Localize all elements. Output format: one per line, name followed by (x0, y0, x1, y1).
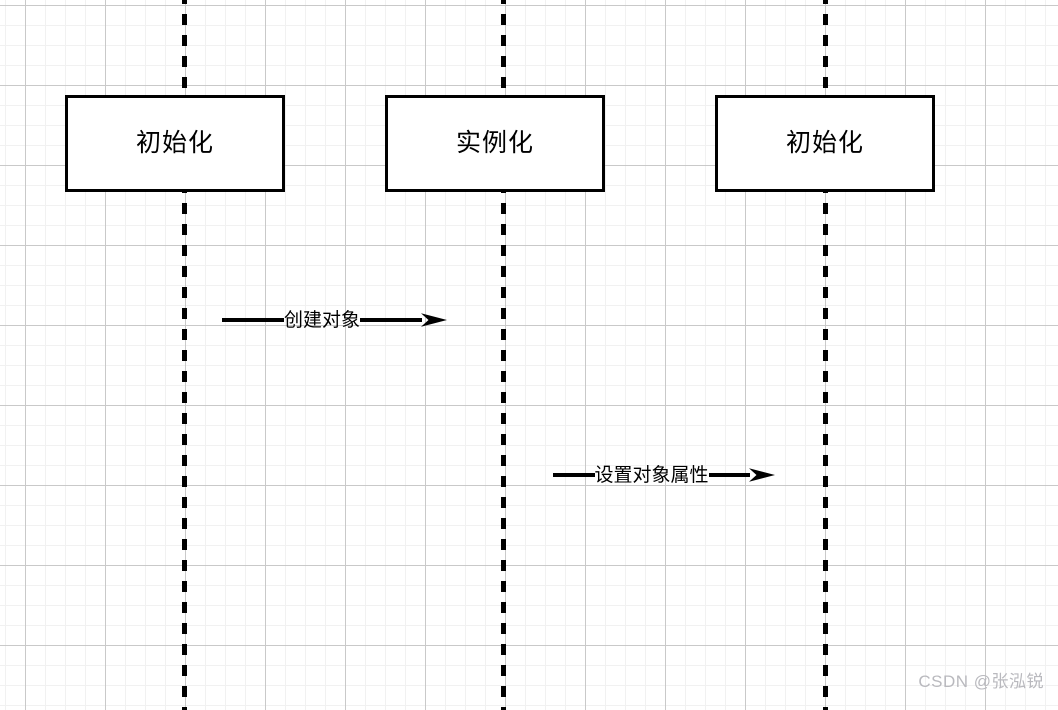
arrow-head-icon-2 (749, 462, 776, 488)
lifeline-participant-3 (823, 0, 828, 710)
message-line-right-2 (708, 473, 751, 477)
lifeline-participant-2 (501, 0, 506, 710)
watermark-text: CSDN @张泓锐 (918, 672, 1044, 691)
message-arrow-1[interactable]: 创建对象 (222, 300, 448, 340)
message-label-1: 创建对象 (284, 309, 361, 331)
message-line-left-1 (222, 318, 284, 322)
message-line-right-1 (360, 318, 423, 322)
participant-label-1: 初始化 (135, 129, 214, 157)
arrow-head-icon-1 (421, 307, 448, 333)
message-line-left-2 (553, 473, 595, 477)
message-arrow-2[interactable]: 设置对象属性 (553, 455, 776, 495)
participant-box-3[interactable]: 初始化 (715, 95, 935, 192)
lifeline-participant-1 (182, 0, 187, 710)
participant-label-3: 初始化 (785, 129, 864, 157)
participant-box-2[interactable]: 实例化 (385, 95, 605, 192)
participant-label-2: 实例化 (455, 129, 534, 157)
message-label-2: 设置对象属性 (594, 464, 709, 486)
participant-box-1[interactable]: 初始化 (65, 95, 285, 192)
